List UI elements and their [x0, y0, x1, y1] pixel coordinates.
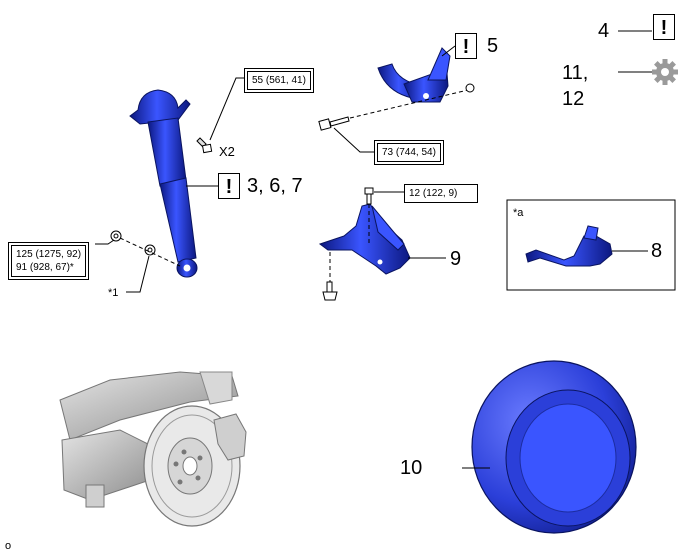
shock-callout: 3, 6, 7	[247, 175, 303, 197]
sensor-lower-bolt	[322, 252, 338, 301]
bracket-callout: 5	[487, 35, 499, 57]
x2-label: X2	[219, 144, 235, 159]
inset-a-label: *a	[513, 207, 524, 219]
upper-bracket	[377, 47, 451, 103]
spare-tire-callout: 10	[400, 457, 423, 479]
height-sensor	[525, 225, 613, 267]
rear-brake-assembly	[59, 371, 247, 527]
shock-absorber	[129, 89, 198, 278]
torque-bracket-bolt-value: 73 (744, 54)	[377, 143, 441, 162]
sensor-bracket-callout: 9	[450, 248, 462, 270]
sensor-bracket	[318, 203, 411, 275]
warning-icon: !	[653, 14, 675, 40]
sensor-upper-bolt	[364, 187, 374, 244]
torque-lower-nut-value-2: 91 (928, 67)*	[16, 262, 74, 273]
torque-upper-bolt-value: 55 (561, 41)	[247, 71, 311, 90]
torque-upper-bolt: 55 (561, 41)	[244, 68, 314, 93]
torque-lower-nut: 125 (1275, 92) 91 (928, 67)*	[8, 242, 90, 280]
torque-bracket-bolt: 73 (744, 54)	[374, 140, 444, 165]
washer-note-label: *1	[108, 287, 119, 299]
step-12-label: 12	[562, 88, 585, 110]
spare-tire	[471, 360, 637, 534]
height-sensor-callout: 8	[651, 240, 663, 262]
step-11-label: 11,	[562, 62, 589, 84]
warning-icon: !	[455, 33, 477, 59]
torque-lower-nut-value-1: 125 (1275, 92)	[16, 249, 82, 260]
warning-icon: !	[218, 173, 240, 199]
bracket-bolt	[318, 83, 475, 131]
gear-icon	[652, 59, 678, 85]
shock-lower-fasteners	[110, 230, 181, 267]
height-sensor-inset	[506, 199, 676, 291]
corner-mark: o	[5, 540, 12, 552]
shock-upper-bolt	[196, 137, 213, 154]
step-4-label: 4	[598, 20, 610, 42]
torque-sensor-bolt-value: 12 (122, 9)	[409, 188, 458, 199]
torque-sensor-bolt: 12 (122, 9)	[404, 184, 478, 203]
